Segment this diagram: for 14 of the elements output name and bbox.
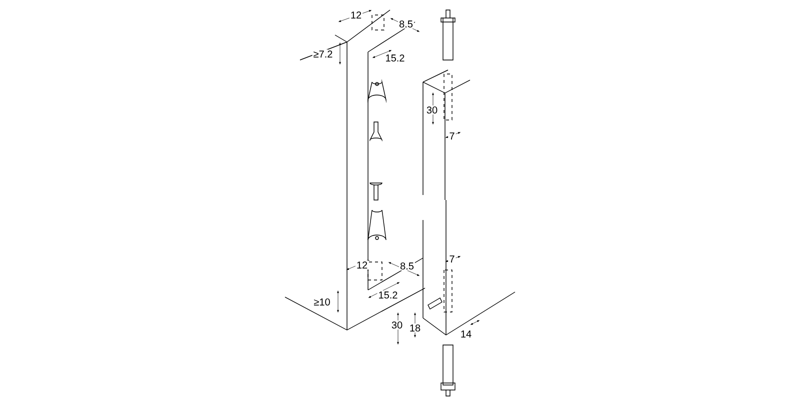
dimension-label: 14 xyxy=(459,330,473,338)
dimension-label: 12 xyxy=(349,10,363,20)
dimension-label: 8.5 xyxy=(398,19,414,29)
dimension-label: 12 xyxy=(355,260,369,270)
dimension-label: 18 xyxy=(408,323,422,333)
dimension-label: 30 xyxy=(425,105,439,115)
dimension-label: 30 xyxy=(390,320,404,330)
dimension-label: 15.2 xyxy=(384,53,406,63)
dimension-label: 8.5 xyxy=(399,261,415,271)
dimension-label: 7 xyxy=(448,132,456,140)
dimension-label: 15.2 xyxy=(377,290,399,300)
dimension-label: 7 xyxy=(448,254,456,264)
dimension-label: ≥7.2 xyxy=(312,50,334,58)
dimension-label: ≥10 xyxy=(312,297,332,307)
